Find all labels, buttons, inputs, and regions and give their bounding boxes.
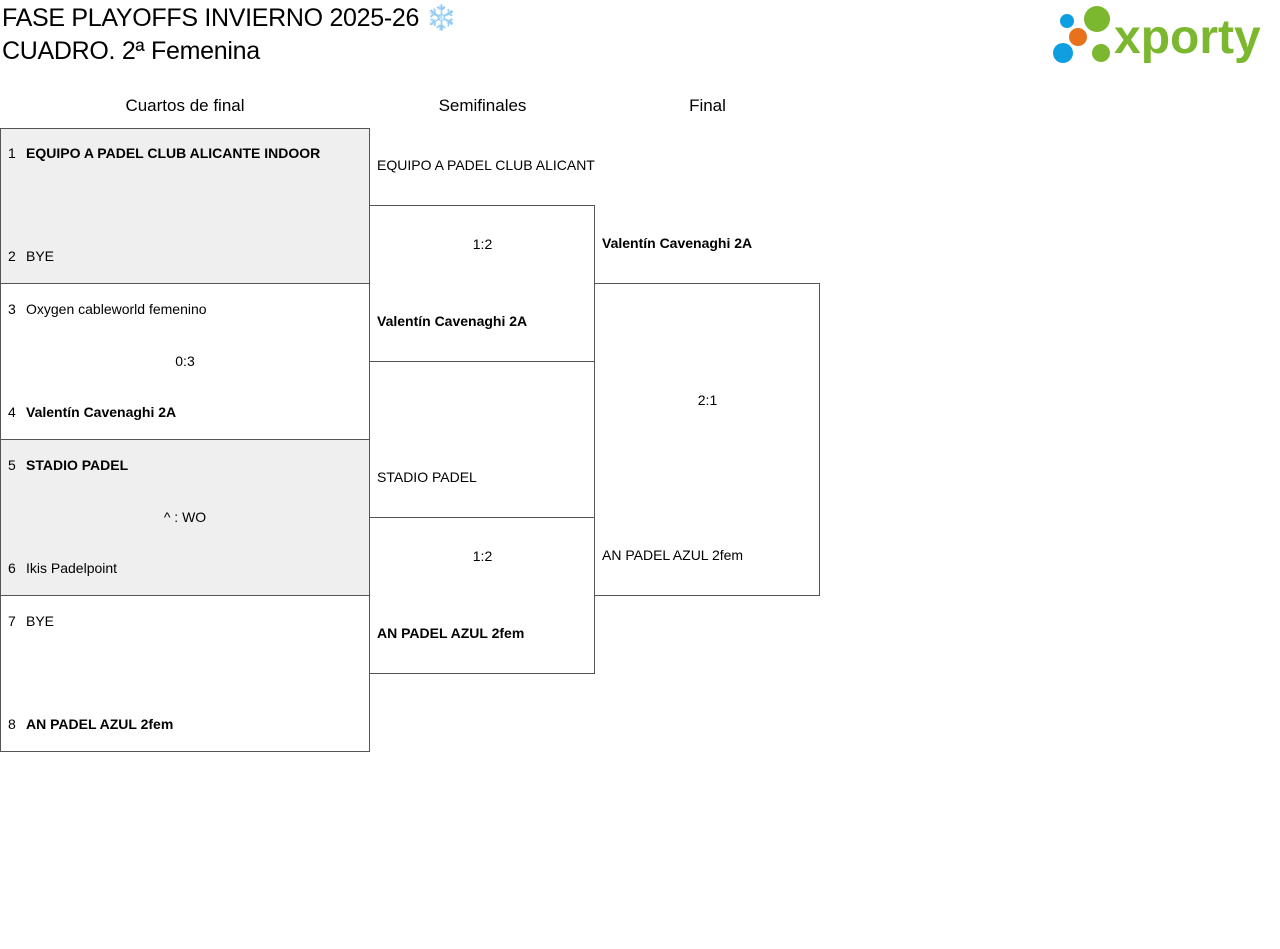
qf2-team-a: 3 Oxygen cableworld femenino: [8, 301, 207, 317]
qf2-score: 0:3: [175, 353, 195, 369]
qf4-team-b: 8 AN PADEL AZUL 2fem: [8, 716, 173, 732]
seed-number: 8: [8, 716, 16, 732]
qf1-team-a: 1 EQUIPO A PADEL CLUB ALICANTE INDOOR: [8, 145, 320, 161]
team-name: STADIO PADEL: [26, 457, 129, 473]
sf1-team-b: Valentín Cavenaghi 2A: [377, 313, 528, 329]
logo-dot-blue-large: [1053, 43, 1073, 63]
logo-dot-orange: [1069, 28, 1087, 46]
qf1-team-b: 2 BYE: [8, 248, 54, 264]
qf3-score: ^ : WO: [163, 509, 207, 525]
team-name: Ikis Padelpoint: [26, 560, 118, 576]
final-team-b: AN PADEL AZUL 2fem: [602, 547, 744, 563]
team-name: BYE: [26, 613, 55, 629]
sf2-team-a: STADIO PADEL: [377, 469, 477, 485]
quarterfinal-match-1[interactable]: [0, 128, 370, 284]
title-line-1: FASE PLAYOFFS INVIERNO 2025-26 ❄️: [2, 4, 457, 32]
team-name: Valentín Cavenaghi 2A: [26, 404, 177, 420]
logo-dot-green-small: [1092, 44, 1110, 62]
qf3-team-b: 6 Ikis Padelpoint: [8, 560, 117, 576]
round-header-quarterfinals: Cuartos de final: [125, 96, 245, 115]
qf2-team-b: 4 Valentín Cavenaghi 2A: [8, 404, 176, 420]
seed-number: 2: [8, 248, 16, 264]
logo-dot-blue: [1060, 14, 1074, 28]
sf1-team-a: EQUIPO A PADEL CLUB ALICANTE INDOOR: [377, 157, 595, 173]
quarterfinal-match-3[interactable]: [0, 439, 370, 596]
seed-number: 6: [8, 560, 16, 576]
team-name: EQUIPO A PADEL CLUB ALICANTE INDOOR: [26, 145, 321, 161]
round-header-semifinals: Semifinales: [438, 96, 527, 115]
qf4-team-a: 7 BYE: [8, 613, 54, 629]
seed-number: 1: [8, 145, 16, 161]
final-match[interactable]: [594, 283, 820, 596]
title-line-2: CUADRO. 2ª Femenina: [2, 37, 260, 65]
semifinal-match-1[interactable]: [369, 205, 595, 362]
logo-wordmark: xporty: [1114, 11, 1261, 64]
team-name: BYE: [26, 248, 55, 264]
seed-number: 4: [8, 404, 16, 420]
seed-number: 5: [8, 457, 16, 473]
round-header-final: Final: [689, 96, 726, 115]
logo-dot-green: [1084, 6, 1110, 32]
seed-number: 3: [8, 301, 16, 317]
team-name: Oxygen cableworld femenino: [26, 301, 207, 317]
sf1-score: 1:2: [472, 236, 493, 252]
team-name: AN PADEL AZUL 2fem: [26, 716, 174, 732]
final-score: 2:1: [697, 392, 718, 408]
semifinal-match-2[interactable]: [369, 517, 595, 674]
page-title: FASE PLAYOFFS INVIERNO 2025-26 ❄️ CUADRO…: [2, 2, 457, 68]
seed-number: 7: [8, 613, 16, 629]
qf3-team-a: 5 STADIO PADEL: [8, 457, 128, 473]
xporty-logo: xporty: [1052, 4, 1276, 66]
final-team-a: Valentín Cavenaghi 2A: [602, 235, 753, 251]
sf2-team-b: AN PADEL AZUL 2fem: [377, 625, 525, 641]
sf2-score: 1:2: [472, 548, 493, 564]
